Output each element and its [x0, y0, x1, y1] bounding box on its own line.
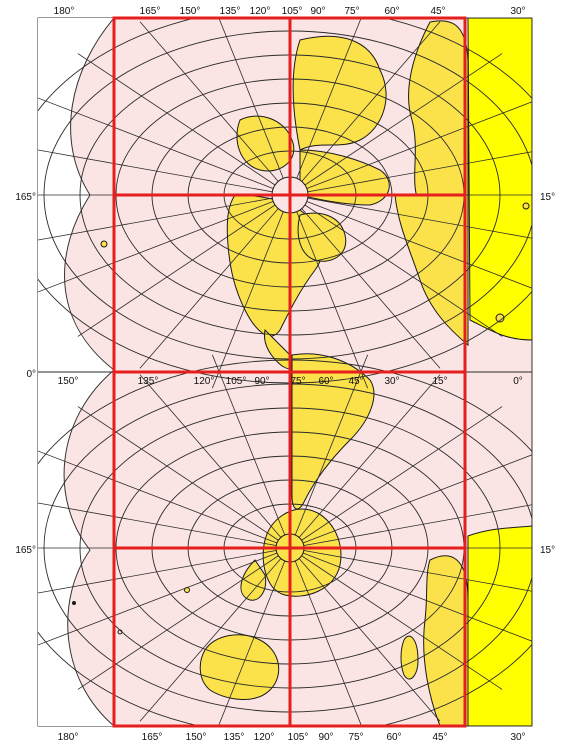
top-label: 30°	[510, 6, 525, 17]
bottom-label: 90°	[318, 732, 333, 743]
bottom-label: 60°	[386, 732, 401, 743]
land-right-bottom	[467, 525, 532, 726]
land-alaska	[236, 115, 295, 172]
meridian-line	[289, 194, 369, 389]
top-label: 90°	[310, 6, 325, 17]
bottom-label: 105°	[288, 732, 309, 743]
meridian-line	[38, 502, 291, 549]
top-label: 180°	[54, 6, 75, 17]
bottom-label: 30°	[510, 732, 525, 743]
meridian-line	[38, 547, 291, 594]
meridian-line	[139, 194, 291, 369]
row2-label: 120°	[194, 376, 215, 387]
meridian-line	[38, 194, 291, 293]
top-label: 165°	[140, 6, 161, 17]
meridian-line	[289, 194, 532, 289]
land-south-america	[291, 353, 375, 510]
row2-label: 0°	[513, 376, 523, 387]
meridian-line	[38, 450, 291, 549]
land-right-top	[467, 18, 532, 341]
meridian-line	[289, 547, 503, 690]
meridian-line	[289, 53, 503, 196]
row2-label: 15°	[432, 376, 447, 387]
bottom-label: 120°	[254, 732, 275, 743]
left-label-row3: 165°	[15, 545, 36, 556]
bottom-label: 45°	[432, 732, 447, 743]
left-label-row2: 0°	[26, 369, 36, 380]
row2-labels: 150° 135° 120° 105° 90° 75° 60° 45° 30° …	[58, 376, 523, 387]
bottom-labels: 180° 165° 150° 135° 120° 105° 90° 75° 60…	[58, 732, 526, 743]
meridian-line	[289, 194, 441, 369]
meridian-line	[289, 504, 532, 549]
top-label: 105°	[282, 6, 303, 17]
top-label: 45°	[430, 6, 445, 17]
land-hudson	[297, 212, 347, 262]
meridian-line	[139, 21, 291, 196]
meridian-line	[38, 194, 291, 241]
meridian-line	[139, 374, 291, 549]
meridian-line	[289, 374, 441, 549]
meridian-line	[289, 151, 532, 196]
meridian-line	[38, 97, 291, 196]
right-label-row1: 15°	[540, 192, 555, 203]
bottom-label: 165°	[142, 732, 163, 743]
land-africa-south	[423, 555, 469, 726]
meridian-line	[289, 18, 362, 196]
top-label: 120°	[250, 6, 271, 17]
top-labels: 180° 165° 150° 135° 120° 105° 90° 75° 60…	[54, 6, 526, 17]
meridian-line	[289, 547, 441, 722]
meridian-line	[289, 354, 369, 549]
bottom-label: 180°	[58, 732, 79, 743]
row2-label: 30°	[384, 376, 399, 387]
row2-label: 75°	[290, 376, 305, 387]
land-north-america-north	[299, 149, 390, 206]
tile-grid	[112, 16, 467, 728]
bottom-label: 150°	[186, 732, 207, 743]
land-antarctica-west	[240, 559, 267, 601]
top-label: 135°	[220, 6, 241, 17]
meridian-line	[289, 547, 532, 592]
meridian-line	[38, 547, 291, 646]
meridian-line	[139, 547, 291, 722]
meridian-line	[289, 454, 532, 549]
bottom-label: 135°	[224, 732, 245, 743]
meridian-line	[289, 406, 503, 549]
meridian-line	[289, 547, 362, 726]
left-label-row1: 165°	[15, 192, 36, 203]
meridian-line	[38, 149, 291, 196]
land-greenland	[408, 20, 469, 209]
row2-label: 60°	[318, 376, 333, 387]
meridian-line	[289, 194, 532, 239]
row2-label: 45°	[348, 376, 363, 387]
meridian-line	[289, 101, 532, 196]
bottom-label: 75°	[348, 732, 363, 743]
meridian-line	[211, 354, 291, 549]
land-canada-arctic	[292, 35, 387, 151]
row2-label: 150°	[58, 376, 79, 387]
meridian-line	[218, 547, 291, 726]
top-label: 75°	[344, 6, 359, 17]
land-australia	[199, 634, 280, 700]
meridian-line	[289, 194, 503, 337]
right-label-row3: 15°	[540, 545, 555, 556]
row2-label: 90°	[254, 376, 269, 387]
land-madagascar	[400, 635, 419, 680]
row2-label: 105°	[226, 376, 247, 387]
row2-label: 135°	[138, 376, 159, 387]
land-europe-africa	[394, 194, 469, 347]
meridian-line	[289, 21, 441, 196]
top-label: 60°	[384, 6, 399, 17]
meridian-line	[289, 547, 532, 642]
meridian-line	[211, 194, 291, 389]
meridian-line	[218, 18, 291, 196]
top-label: 150°	[180, 6, 201, 17]
